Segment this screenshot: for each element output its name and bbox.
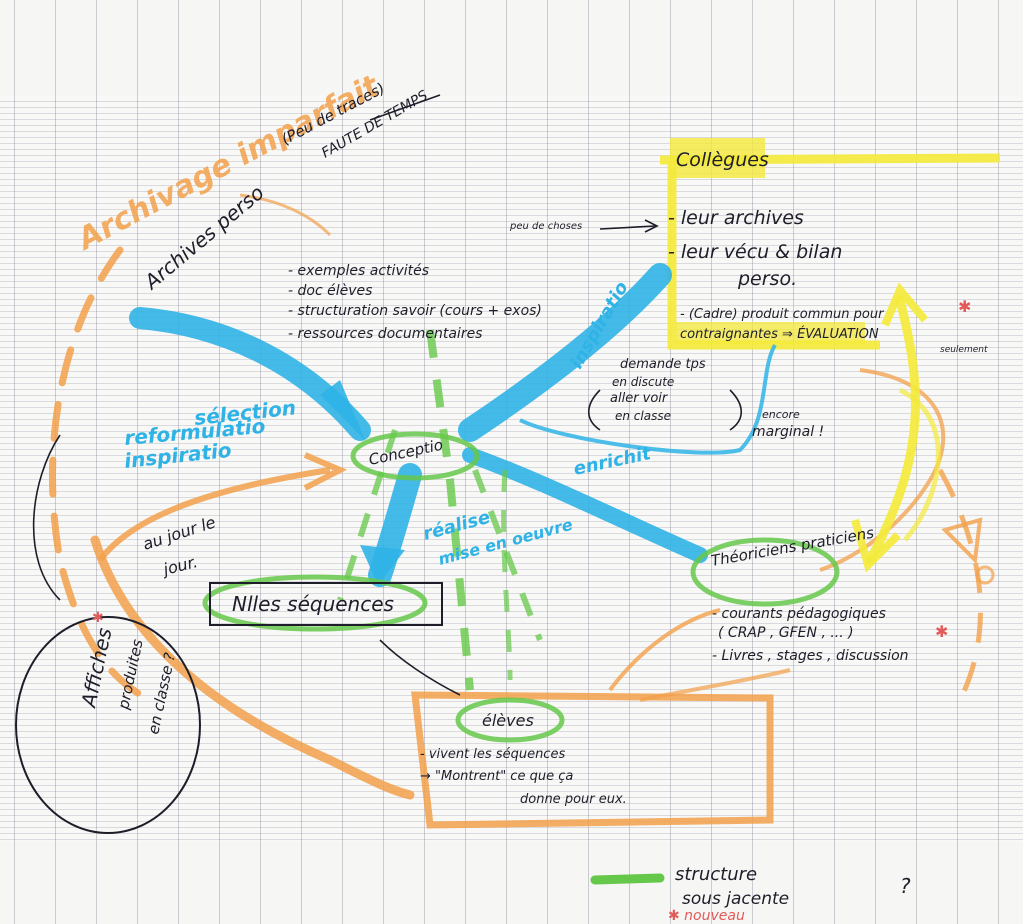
theoricien-title: Théoriciens praticiens <box>710 524 876 570</box>
orange-shape-right <box>941 517 983 565</box>
blue-line-demande <box>519 343 777 455</box>
collegues-item-6: seulement <box>940 345 988 355</box>
yellow-arrow-head-bottom <box>851 518 901 573</box>
collegues-item-5: contraignantes ⇒ ÉVALUATION <box>680 326 879 342</box>
theoricien-item-3: - Livres , stages , discussion <box>712 648 909 664</box>
demande-line-4: en classe <box>615 409 671 423</box>
yellow-double-arrow <box>865 295 920 565</box>
archives-item-2: - doc élèves <box>288 283 372 299</box>
collegues-item-1: - leur archives <box>668 207 804 229</box>
yellow-curve-right <box>898 387 941 542</box>
blue-arrow-head-archives <box>320 380 365 440</box>
affiches-circle <box>15 616 201 834</box>
orange-arrow-head-concept <box>303 452 348 491</box>
blue-flow-collegues <box>458 263 672 442</box>
eleves-item-2: → "Montrent" ce que ça <box>420 769 573 784</box>
yellow-highlight-title <box>670 138 765 178</box>
orange-eleves-to-theo <box>608 608 721 692</box>
orange-arrow-to-concept <box>97 467 331 562</box>
theoricien-star: ✱ <box>935 622 948 641</box>
demande-line-3: aller voir <box>610 391 669 406</box>
eleves-orange-box <box>411 691 774 829</box>
eleves-item-1: - vivent les séquences <box>420 747 565 762</box>
affiches-line-1: Affiches <box>76 626 117 711</box>
paper-top-margin <box>0 0 1023 96</box>
archives-item-4: - ressources documentaires <box>288 326 482 342</box>
peu-de-choses-label: peu de choses <box>509 221 582 232</box>
affiches-line-3: en classe ? <box>144 651 179 736</box>
green-legend-line <box>590 873 665 885</box>
arrow-head-peu <box>644 219 659 233</box>
archives-item-3: - structuration savoir (cours + exos) <box>288 303 542 319</box>
affiches-line-2: produites <box>114 637 147 711</box>
orange-dashed-right <box>937 468 983 702</box>
arrow-peu-de-choses <box>599 225 656 230</box>
orange-sweep-bottom <box>90 535 415 800</box>
demande-line-2: en discute <box>612 375 674 389</box>
green-dashed-vertical <box>426 329 474 691</box>
green-dashed-diag-right <box>472 468 543 642</box>
conceptio-label: Conceptio <box>367 436 444 469</box>
theoricien-item-1: - courants pédagogiques <box>712 606 886 622</box>
encore-label: encore <box>762 408 800 421</box>
demande-line-1: demande tps <box>620 357 706 372</box>
green-dashed-diag-left <box>337 429 398 601</box>
paper-bottom-margin <box>0 842 1023 924</box>
yellow-arrow-head-top <box>881 282 929 327</box>
green-ellipse-concept <box>350 431 480 481</box>
collegues-title: Collègues <box>676 149 769 171</box>
collegues-item-3: perso. <box>737 268 797 290</box>
blue-arrow-head-realise <box>360 545 405 585</box>
nlles-sequences-label: Nlles séquences <box>232 592 394 616</box>
marginal-label: marginal ! <box>752 424 824 440</box>
enrichit-label: enrichit <box>572 443 654 480</box>
collegues-item-2: - leur vécu & bilan <box>668 241 842 263</box>
legend-sous-jacente: sous jacente <box>682 889 789 909</box>
orange-circle-right <box>975 565 995 585</box>
sequence-box <box>209 582 443 626</box>
au-jour-line-2: jour. <box>159 552 199 579</box>
underline-header <box>369 94 441 121</box>
affiches-star: ✱ <box>92 610 104 626</box>
orange-arrow-archives <box>239 193 332 237</box>
archives-item-1: - exemples activités <box>288 263 429 279</box>
legend-structure: structure <box>675 864 757 885</box>
yellow-highlight-contr <box>675 322 865 344</box>
legend-nouveau: ✱ nouveau <box>668 908 745 924</box>
theoricien-title-1: Théoriciens praticiens <box>710 524 876 570</box>
collegues-star: ✱ <box>958 297 971 316</box>
affiches-squiggle <box>32 434 61 601</box>
green-ellipse-theo <box>690 537 840 607</box>
green-ellipse-eleves <box>455 697 565 743</box>
legend-question: ? <box>900 874 911 898</box>
green-ellipse-sequences <box>202 574 428 632</box>
arrow-seq-to-eleves <box>379 639 461 696</box>
collegues-item-4: - (Cadre) produit commun pour <box>680 307 885 322</box>
eleves-item-3: donne pour eux. <box>520 792 627 807</box>
au-jour-line-1: au jour le <box>140 512 218 553</box>
eleves-title: élèves <box>482 711 534 730</box>
blue-flow-enrichit <box>462 447 708 563</box>
bracket-demande <box>587 389 743 431</box>
orange-dashed-loop <box>49 246 154 704</box>
theoricien-item-2: ( CRAP , GFEN , ... ) <box>718 625 854 641</box>
